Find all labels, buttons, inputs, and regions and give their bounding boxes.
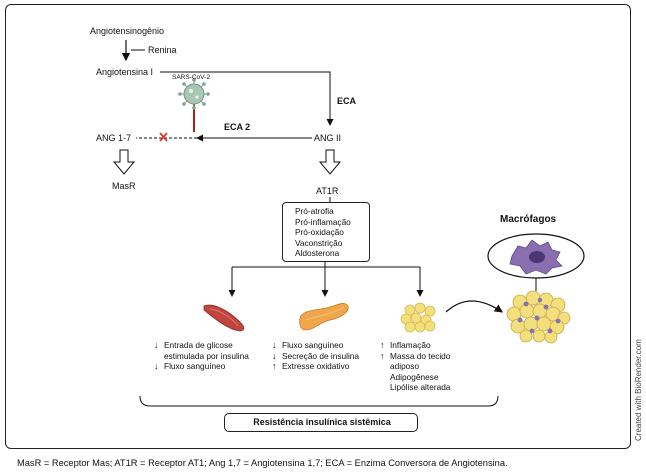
masr-label: MasR <box>112 181 136 191</box>
blocked-x-icon <box>159 132 168 142</box>
effect-item: ↓ Fluxo sanguíneo <box>272 340 359 351</box>
effect-item: estimulada por insulina <box>154 351 249 362</box>
arrow-up-icon: ↑ <box>272 361 277 372</box>
angiotensin1-label: Angiotensina I <box>96 67 154 77</box>
effect-text: Fluxo sanguíneo <box>164 361 226 372</box>
effect-item: ↓ Entrada de glicose <box>154 340 249 351</box>
effect-item: ↑ Extresse oxidativo <box>272 361 359 372</box>
macrophage-icon <box>509 239 563 275</box>
ang17-label: ANG 1-7 <box>96 133 132 143</box>
arrow-down-icon: ↓ <box>272 340 277 350</box>
effect-item: ↑ Massa do tecido <box>380 351 450 362</box>
effect-item: adiposo <box>380 361 450 372</box>
renin-label: Renina <box>148 45 177 55</box>
arrow-down-icon: ↓ <box>272 350 277 361</box>
effect-text: Massa do tecido <box>390 350 451 361</box>
ace2-label: ECA 2 <box>224 122 251 132</box>
diagram-frame <box>5 4 631 449</box>
at1r-effect-item: Pró-atrofia <box>295 206 334 216</box>
arrow-ace-path <box>160 71 334 126</box>
figure-caption: MasR = Receptor Mas; AT1R = Receptor AT1… <box>17 458 508 468</box>
effect-text: Secreção de insulina <box>282 350 360 361</box>
arrow-up-icon: ↑ <box>380 350 385 361</box>
effect-text: Lipólise alterada <box>390 382 451 393</box>
virus-icon <box>178 78 210 110</box>
arrow-up-icon: ↑ <box>380 340 385 350</box>
effect-text: Adipogênese <box>390 371 439 382</box>
systemic-resistance-label: Resistência insulínica sistêmica <box>253 417 391 427</box>
biorender-watermark: Created with BioRender.com <box>634 339 643 441</box>
effect-text: Inflamação <box>390 340 431 350</box>
ace-label: ECA <box>337 96 357 106</box>
effect-text: Extresse oxidativo <box>282 361 350 372</box>
at1r-effect-item: Aldosterona <box>295 248 340 259</box>
effect-text: adiposo <box>390 361 420 372</box>
hollow-arrow-ang17-masr <box>112 149 136 175</box>
macrophages-label: Macrófagos <box>500 214 557 225</box>
at1r-effect-item: Pró-inflamação <box>295 216 351 227</box>
at1r-label: AT1R <box>316 186 339 196</box>
inflamed-adipose-icon <box>506 290 571 344</box>
at1r-effect-item: Pró-oxidação <box>295 227 344 238</box>
effect-item: ↓ Secreção de insulina <box>272 351 359 362</box>
effect-item: ↓ Fluxo sanguíneo <box>154 361 249 372</box>
effect-item: Adipogênese <box>380 372 450 383</box>
systemic-resistance-box: Resistência insulínica sistêmica <box>224 413 418 432</box>
effect-text: Entrada de glicose <box>164 340 233 350</box>
effect-text: Fluxo sanguíneo <box>282 340 344 350</box>
arrow-adipose-to-macrophages <box>445 300 503 313</box>
bottom-bracket <box>139 395 499 407</box>
arrow-down-icon: ↓ <box>154 340 159 350</box>
angiotensinogen-label: Angiotensinogênio <box>90 26 165 36</box>
adipocyte-icon <box>400 302 436 333</box>
hollow-arrow-ang2-at1r <box>318 149 342 175</box>
sarscov2-label: SARS-CoV-2 <box>172 74 210 81</box>
effect-item: ↑ Inflamação <box>380 340 450 351</box>
effect-item: Lipólise alterada <box>380 382 450 393</box>
ang2-label: ANG II <box>314 133 342 143</box>
effect-text: estimulada por insulina <box>164 350 249 361</box>
muscle-icon <box>203 304 245 332</box>
pancreas-icon <box>299 303 349 331</box>
pancreas-effects-list: ↓ Fluxo sanguíneo ↓ Secreção de insulina ↑ Ex… <box>272 340 359 372</box>
arrow-down-icon: ↓ <box>154 361 159 372</box>
at1r-effect-item: Vaconstrição <box>295 237 343 248</box>
